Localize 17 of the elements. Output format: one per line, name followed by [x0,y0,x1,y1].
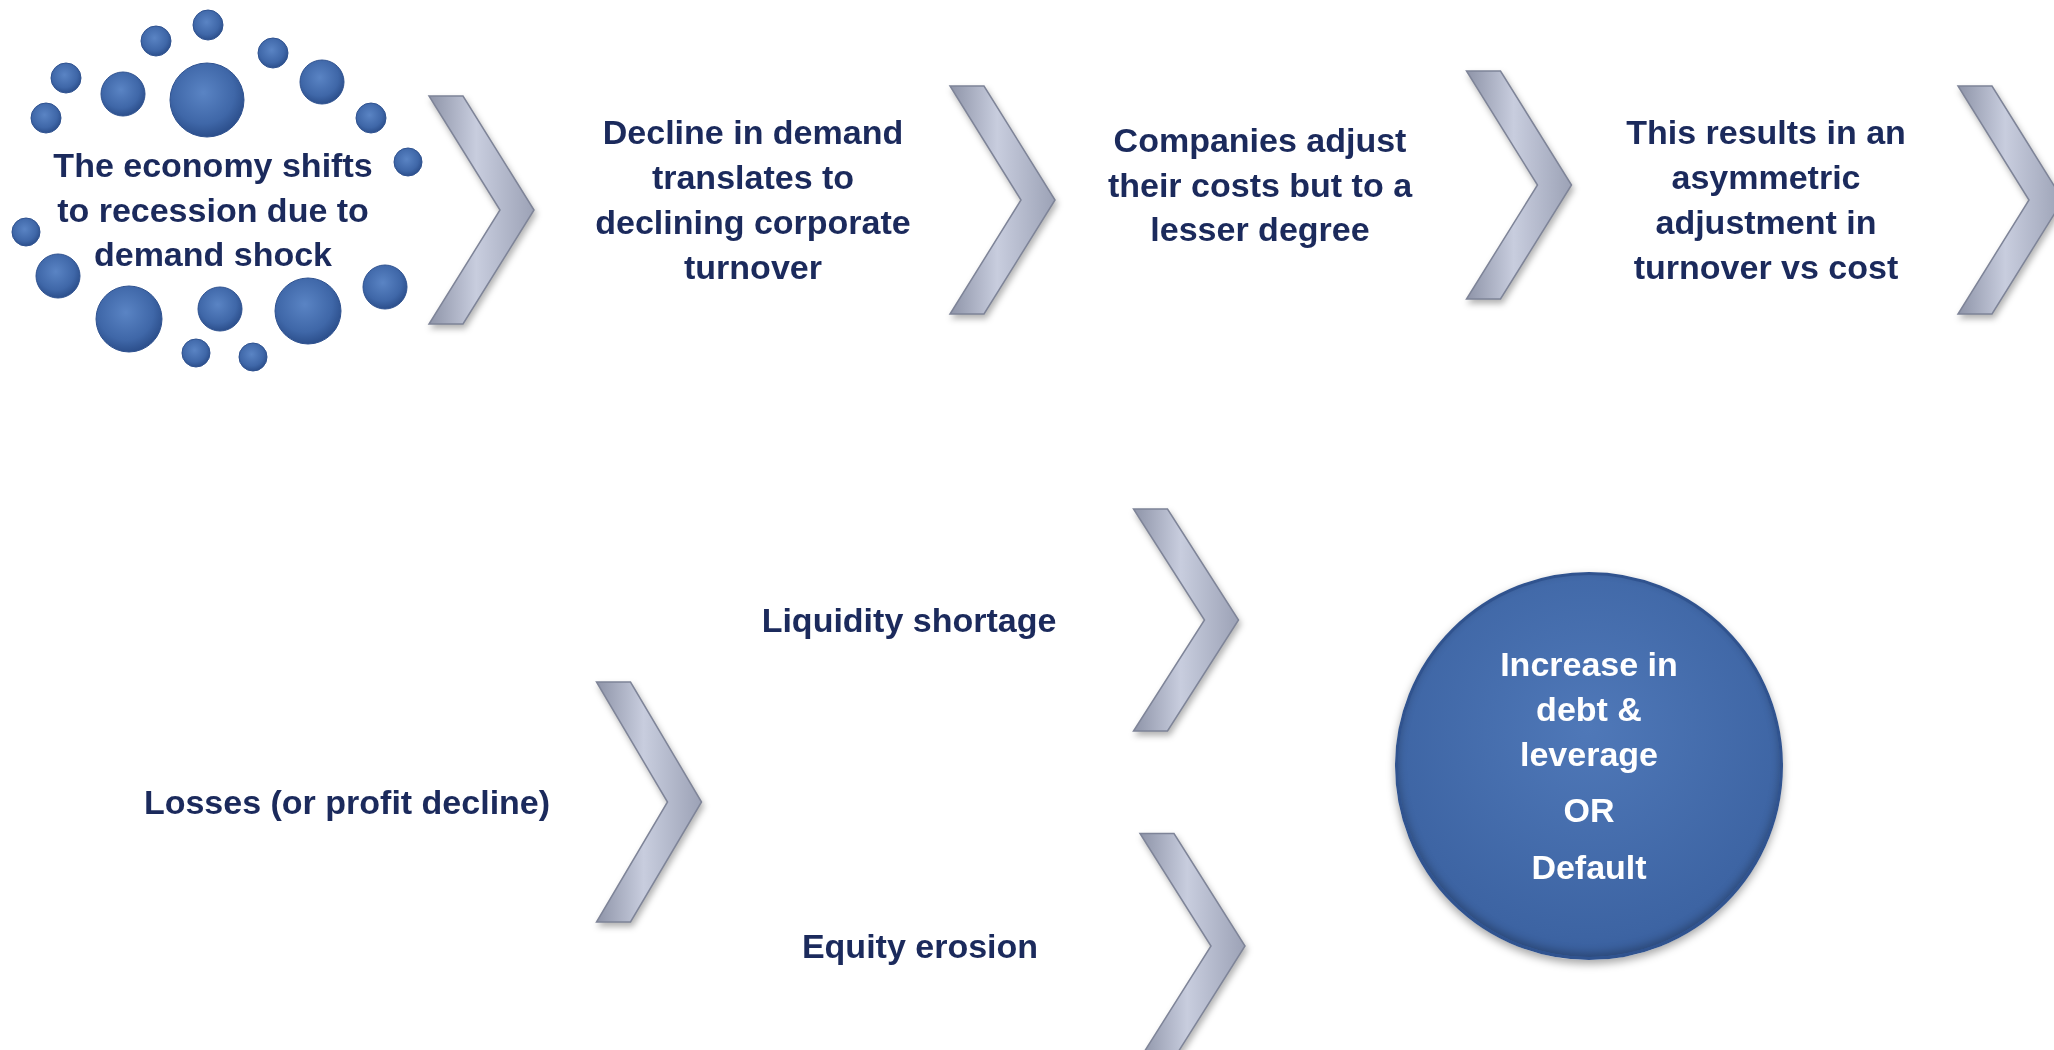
outcome-text: Default [1531,847,1647,889]
step-text: Equity erosion [801,925,1039,967]
chevron-arrow [948,85,1056,315]
step-text: The economy shifts to recession due to demand shock [52,144,374,276]
outcome-text: Increase in debt & leverage [1499,643,1679,775]
chevron-arrow [595,681,703,923]
chevron-arrow [1138,832,1246,1050]
step-text: Liquidity shortage [761,599,1057,641]
outcome-text: OR [1563,790,1615,832]
step-text: Decline in demand translates to declining corporate turnover [594,112,912,288]
step-text: Losses (or profit decline) [143,781,551,823]
chevron-arrow [1132,508,1240,732]
chevron-arrow [1956,85,2054,315]
chevron-arrow [427,95,535,325]
step-text: This results in an asymmetric adjustment in turnover vs cost [1625,112,1907,288]
chevron-arrow [1465,70,1573,300]
step-text: Companies adjust their costs but to a lesser degree [1106,119,1414,251]
